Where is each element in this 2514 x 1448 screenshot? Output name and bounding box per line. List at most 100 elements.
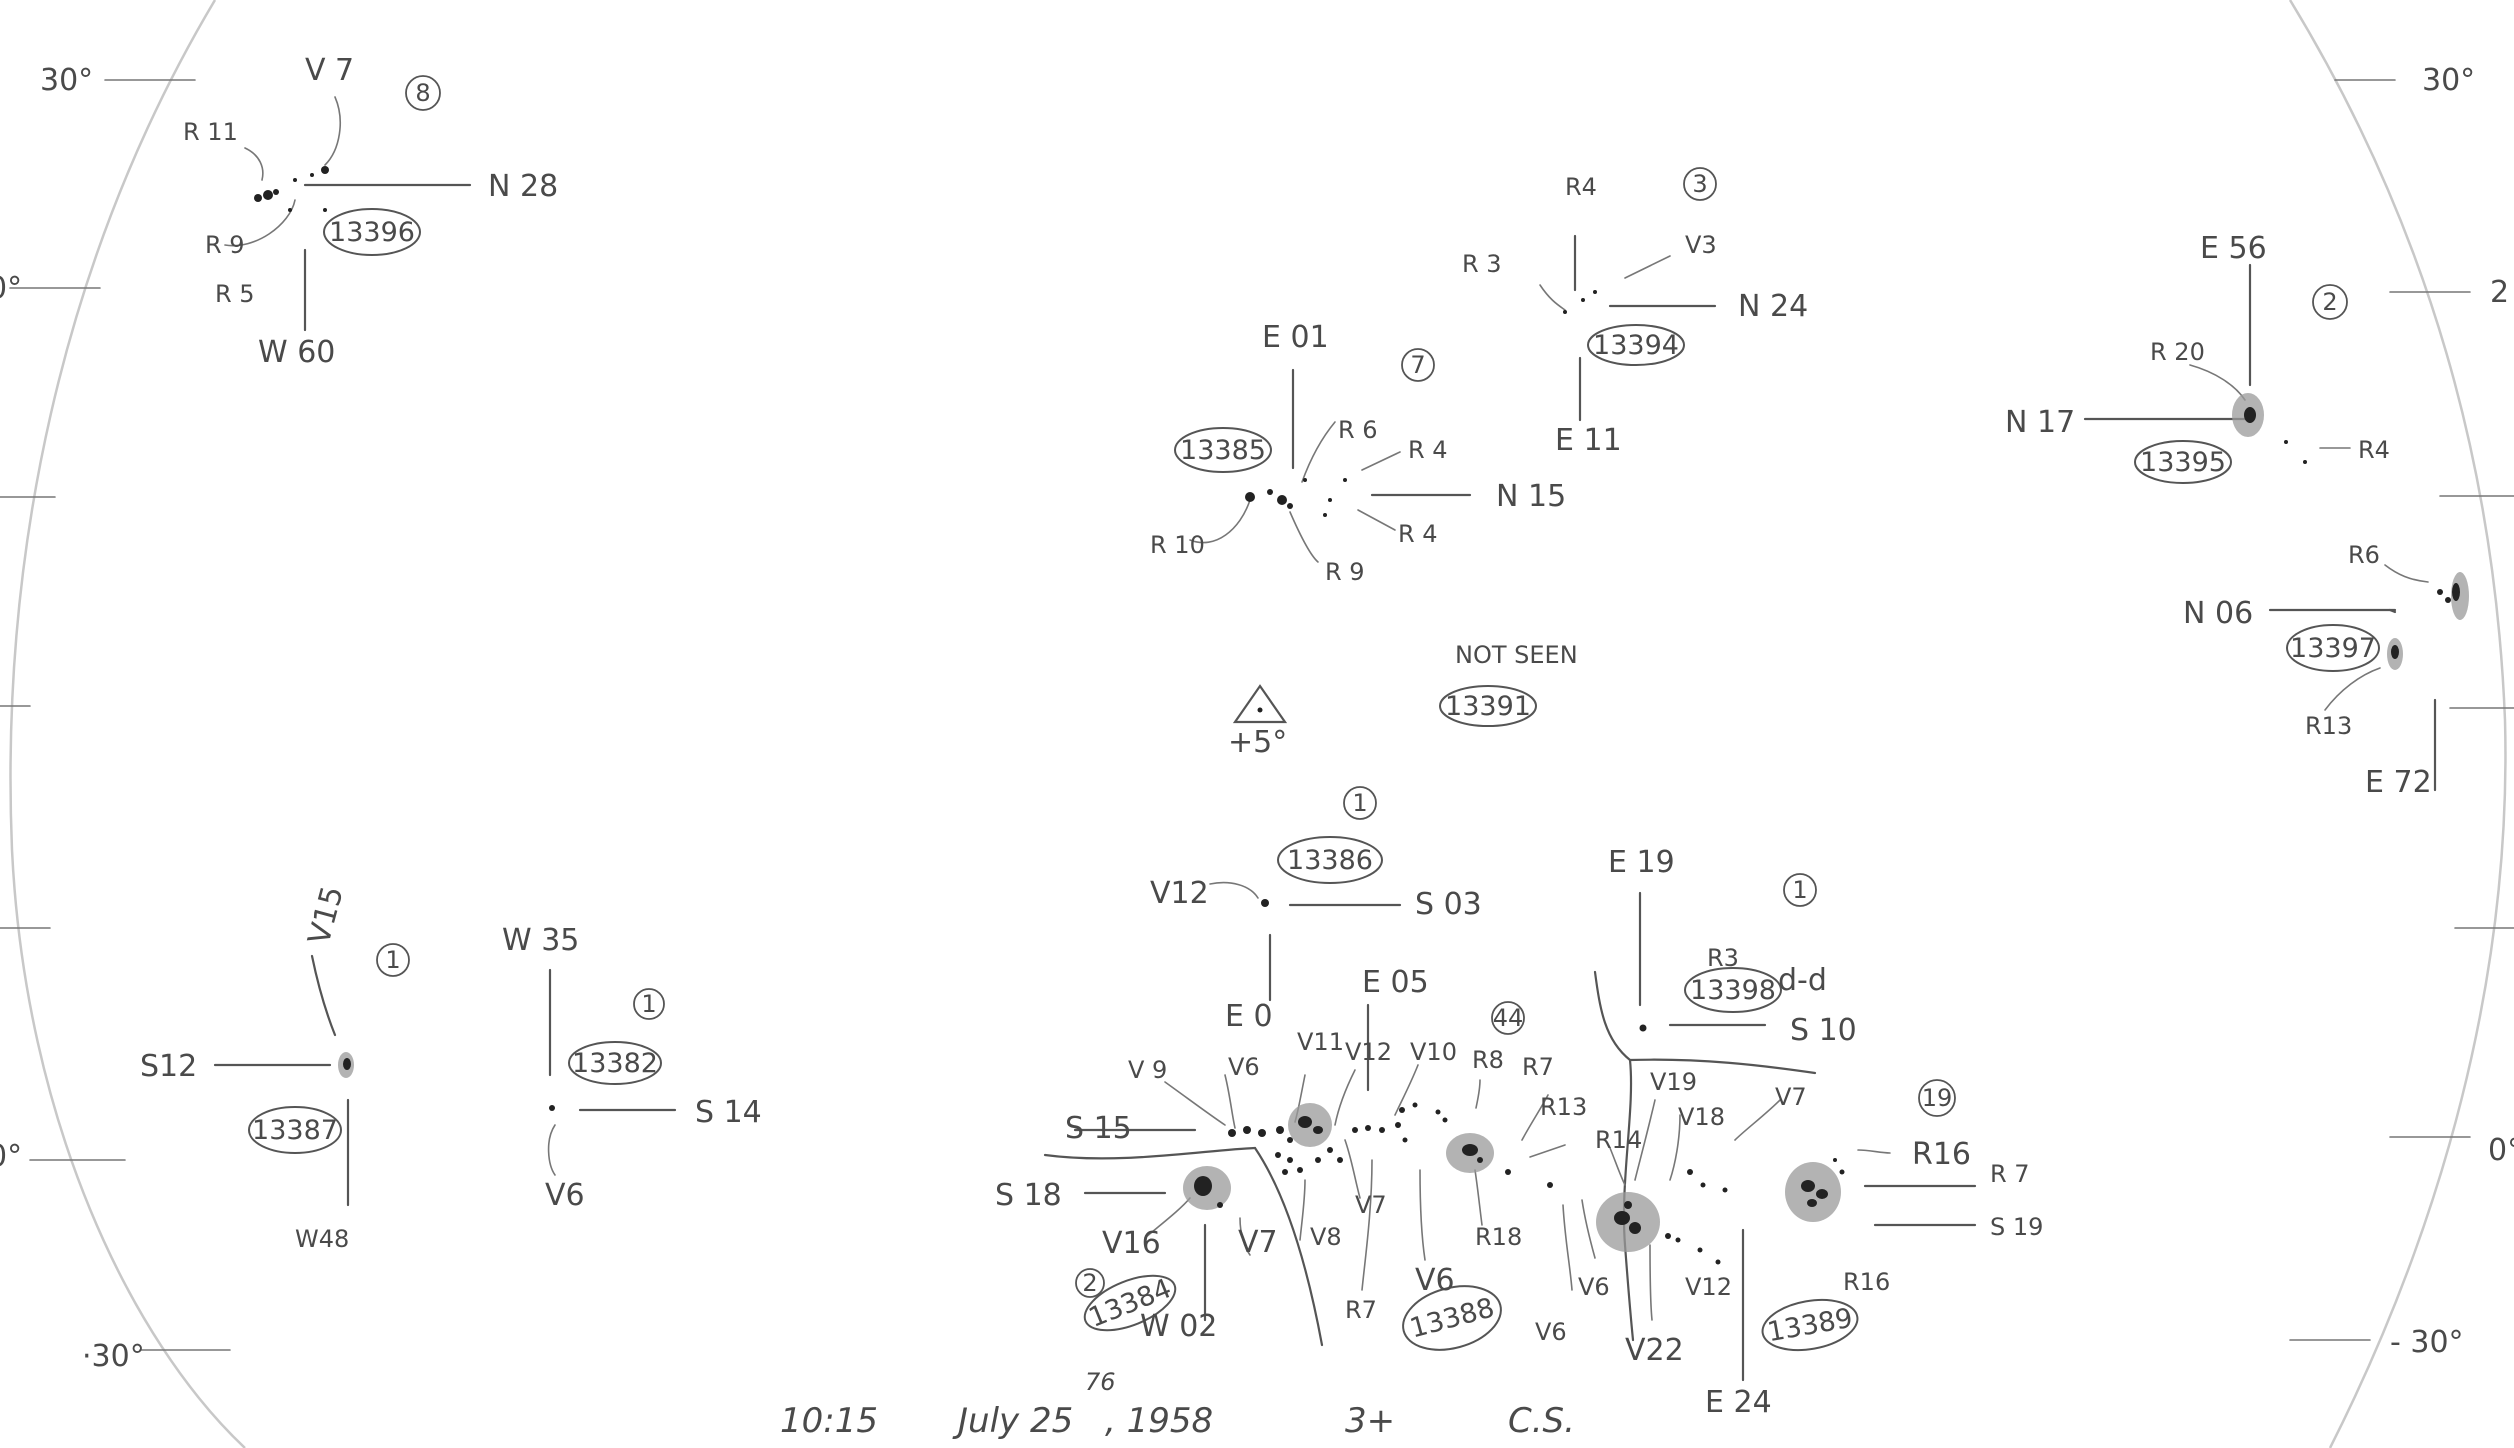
observation-time: 10:15 bbox=[780, 1401, 878, 1441]
region-spot-count: 44 bbox=[1493, 1004, 1524, 1032]
label-r16: R16 bbox=[1912, 1137, 1971, 1172]
region-13384: 13384 2 S 18 V16 V7 W 02 bbox=[995, 1146, 1278, 1344]
latitude-scale-right: 30° 2 0° - 30° bbox=[2289, 63, 2514, 1360]
label-r16-lower: R16 bbox=[1843, 1268, 1890, 1296]
label-v6-left: V6 bbox=[1535, 1318, 1567, 1346]
label-e56: E 56 bbox=[2200, 231, 2267, 266]
region-spot-count: 19 bbox=[1922, 1084, 1953, 1112]
label-v8: V8 bbox=[1310, 1223, 1342, 1251]
scale-label-right-30s: - 30° bbox=[2390, 1325, 2464, 1360]
region-spot-count: 1 bbox=[385, 946, 400, 974]
label-v10: V10 bbox=[1410, 1038, 1457, 1066]
region-spot-count: 2 bbox=[1082, 1269, 1097, 1297]
disk-center-marker: +5° bbox=[1228, 684, 1287, 760]
region-number: 13391 bbox=[1445, 691, 1531, 722]
label-s14: S 14 bbox=[695, 1095, 762, 1130]
label-r3: R3 bbox=[1707, 944, 1739, 972]
region-number: 13398 bbox=[1690, 975, 1776, 1006]
region-13388: 13388 44 E 05 V 9 V6 V11 V12 V10 R8 R7 S… bbox=[1065, 965, 1587, 1351]
scale-label-left-30n: 30° bbox=[40, 63, 93, 98]
region-number: 13382 bbox=[572, 1048, 658, 1079]
label-r9: R 9 bbox=[205, 231, 245, 259]
label-v12: V12 bbox=[1345, 1038, 1392, 1066]
label-r5: R 5 bbox=[215, 280, 255, 308]
scale-label-right-15s: 0° bbox=[2488, 1133, 2514, 1168]
region-13387: 13387 1 V15 S12 W48 bbox=[140, 883, 410, 1253]
region-spot-count: 2 bbox=[2322, 288, 2337, 316]
not-seen-label: NOT SEEN bbox=[1455, 641, 1578, 669]
label-n28: N 28 bbox=[488, 169, 558, 204]
label-e11: E 11 bbox=[1555, 423, 1622, 458]
observation-footer: 10:15 July 25 76 , 1958 3+ C.S. bbox=[780, 1368, 1575, 1441]
label-v9: V 9 bbox=[1128, 1056, 1167, 1084]
label-v7: V7 bbox=[1775, 1083, 1807, 1111]
label-r13: R13 bbox=[2305, 712, 2352, 740]
label-n15: N 15 bbox=[1496, 479, 1566, 514]
label-v7: V7 bbox=[1238, 1225, 1278, 1260]
region-number: 13397 bbox=[2290, 633, 2376, 664]
label-v19: V19 bbox=[1650, 1068, 1697, 1096]
label-v22: V22 bbox=[1625, 1333, 1684, 1368]
label-r18: R18 bbox=[1475, 1223, 1522, 1251]
region-13396: 13396 8 V 7 R 11 R 9 R 5 N 28 W 60 bbox=[183, 53, 558, 370]
label-r3: R 3 bbox=[1462, 250, 1502, 278]
label-v12: V12 bbox=[1150, 876, 1209, 911]
label-w35: W 35 bbox=[502, 923, 579, 958]
latitude-scale-left: 30° 0° 0° ·30° bbox=[0, 63, 231, 1374]
label-n06: N 06 bbox=[2183, 596, 2253, 631]
scale-label-left-15n: 0° bbox=[0, 271, 22, 306]
label-s03: S 03 bbox=[1415, 887, 1482, 922]
scale-label-right-30n: 30° bbox=[2422, 63, 2475, 98]
label-v6: V6 bbox=[1228, 1053, 1260, 1081]
region-number: 13387 bbox=[252, 1115, 338, 1146]
region-spot-count: 3 bbox=[1692, 170, 1707, 198]
label-v6: V6 bbox=[545, 1178, 585, 1213]
label-s18: S 18 bbox=[995, 1178, 1062, 1213]
label-e24: E 24 bbox=[1705, 1385, 1772, 1420]
label-r4: R4 bbox=[1565, 173, 1597, 201]
label-s10: S 10 bbox=[1790, 1013, 1857, 1048]
label-v16: V16 bbox=[1102, 1226, 1161, 1261]
region-number: 13396 bbox=[329, 217, 415, 248]
label-v7: V 7 bbox=[305, 53, 354, 88]
label-r14: R14 bbox=[1595, 1126, 1642, 1154]
region-spot-count: 1 bbox=[641, 990, 656, 1018]
region-number: 13395 bbox=[2140, 447, 2226, 478]
observation-date: July 25 bbox=[952, 1401, 1073, 1441]
region-spot-count: 7 bbox=[1410, 351, 1425, 379]
seeing-rating: 3+ bbox=[1345, 1401, 1395, 1441]
observer-initials: C.S. bbox=[1508, 1401, 1575, 1441]
label-e05: E 05 bbox=[1362, 965, 1429, 1000]
label-r4: R4 bbox=[2358, 436, 2390, 464]
region-13389: 13389 19 R14 V19 V18 V7 R16 R 7 S 19 V6 … bbox=[1535, 1068, 2043, 1420]
region-13395: 13395 2 E 56 R 20 N 17 R4 bbox=[2005, 231, 2390, 484]
label-w48: W48 bbox=[295, 1225, 349, 1253]
label-v6-right: V6 bbox=[1578, 1273, 1610, 1301]
region-13385: 13385 7 E 01 R 6 R 4 R 4 N 15 R 10 R 9 bbox=[1150, 320, 1566, 586]
region-13397: 13397 R6 N 06 R13 E 72 bbox=[2183, 541, 2469, 800]
region-spot-count: 1 bbox=[1352, 789, 1367, 817]
label-e0: E 0 bbox=[1225, 999, 1273, 1034]
solar-limb bbox=[9, 0, 2507, 1448]
label-e19: E 19 bbox=[1608, 845, 1675, 880]
region-number: 13394 bbox=[1593, 330, 1679, 361]
label-r7: R 7 bbox=[1990, 1160, 2030, 1188]
label-e01: E 01 bbox=[1262, 320, 1329, 355]
observation-date-correction: 76 bbox=[1085, 1368, 1116, 1396]
region-13398: 13398 1 E 19 R3 S 10 d-d bbox=[1608, 845, 1857, 1048]
label-v12: V12 bbox=[1685, 1273, 1732, 1301]
center-marker-label: +5° bbox=[1228, 725, 1287, 760]
label-w02: W 02 bbox=[1140, 1309, 1217, 1344]
label-n17: N 17 bbox=[2005, 405, 2075, 440]
label-d-d: d-d bbox=[1778, 963, 1827, 998]
region-number: 13386 bbox=[1287, 845, 1373, 876]
region-spot-count: 8 bbox=[415, 79, 430, 107]
label-v6-bottom: V6 bbox=[1415, 1263, 1455, 1298]
label-r6: R 6 bbox=[1338, 416, 1378, 444]
scale-label-left-15s: 0° bbox=[0, 1139, 22, 1174]
label-v3: V3 bbox=[1685, 231, 1717, 259]
label-r7: R7 bbox=[1522, 1053, 1554, 1081]
label-v18: V18 bbox=[1678, 1103, 1725, 1131]
region-13391-not-seen: NOT SEEN 13391 bbox=[1439, 641, 1578, 727]
